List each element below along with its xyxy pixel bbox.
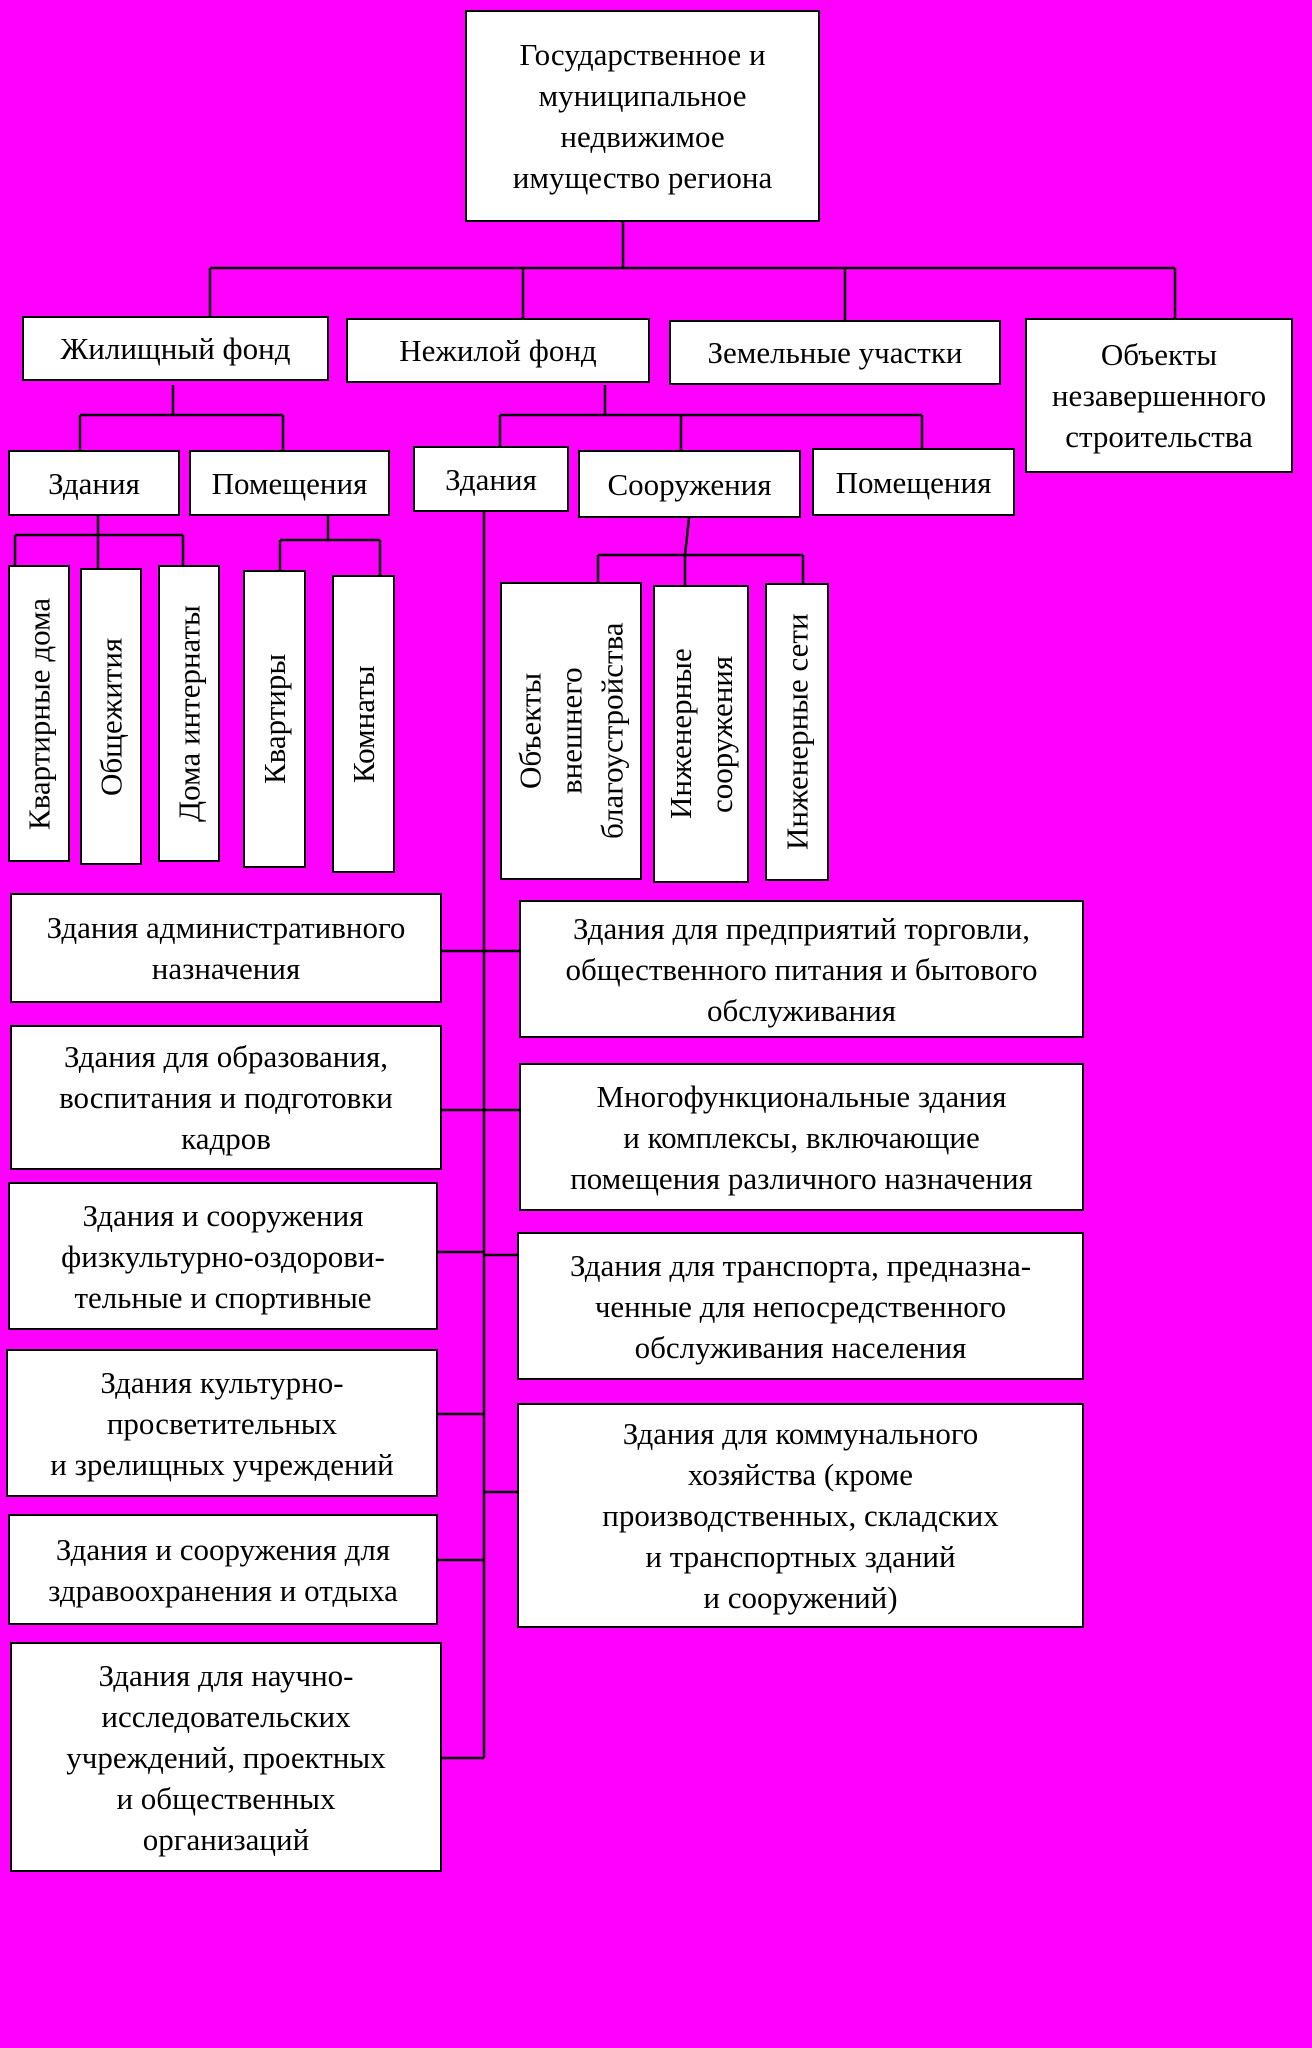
housing-buildings-node: Здания xyxy=(8,450,180,516)
boarding-houses-node: Дома интернаты xyxy=(158,565,220,862)
nonres-buildings-node: Здания xyxy=(413,446,569,512)
cultural-buildings-node: Здания культурно- просветительных и зрел… xyxy=(6,1349,438,1497)
dormitories-node: Общежития xyxy=(80,568,142,865)
apartment-houses-node: Квартирные дома xyxy=(8,565,70,862)
administrative-buildings-node: Здания административного назначения xyxy=(10,893,442,1003)
nonresidential-fund-node: Нежилой фонд xyxy=(346,318,650,383)
housing-premises-node: Помещения xyxy=(189,450,390,516)
education-buildings-node: Здания для образования, воспитания и под… xyxy=(10,1025,442,1170)
research-buildings-node: Здания для научно- исследовательских учр… xyxy=(10,1642,442,1872)
unfinished-construction-node: Объекты незавершенного строительства xyxy=(1025,318,1293,473)
nonres-structures-node: Сооружения xyxy=(578,450,801,518)
healthcare-buildings-node: Здания и сооружения для здравоохранения … xyxy=(8,1514,438,1625)
engineering-networks-node: Инженерные сети xyxy=(765,583,829,881)
apartments-node: Квартиры xyxy=(243,570,306,868)
multifunctional-buildings-node: Многофункциональные здания и комплексы, … xyxy=(519,1063,1084,1211)
trade-buildings-node: Здания для предприятий торговли, обществ… xyxy=(519,900,1084,1038)
communal-buildings-node: Здания для коммунального хозяйства (кром… xyxy=(517,1403,1084,1628)
transport-buildings-node: Здания для транспорта, предназна- ченные… xyxy=(517,1232,1084,1380)
root-node: Государственное и муниципальное недвижим… xyxy=(465,10,820,222)
sports-buildings-node: Здания и сооружения физкультурно-оздоров… xyxy=(8,1182,438,1330)
land-plots-node: Земельные участки xyxy=(669,320,1001,385)
rooms-node: Комнаты xyxy=(332,575,395,873)
landscaping-objects-node: Объекты внешнего благоустройства xyxy=(500,582,642,880)
housing-fund-node: Жилищный фонд xyxy=(22,316,329,381)
nonres-premises-node: Помещения xyxy=(812,448,1015,516)
engineering-structures-node: Инженерные сооружения xyxy=(653,585,749,883)
